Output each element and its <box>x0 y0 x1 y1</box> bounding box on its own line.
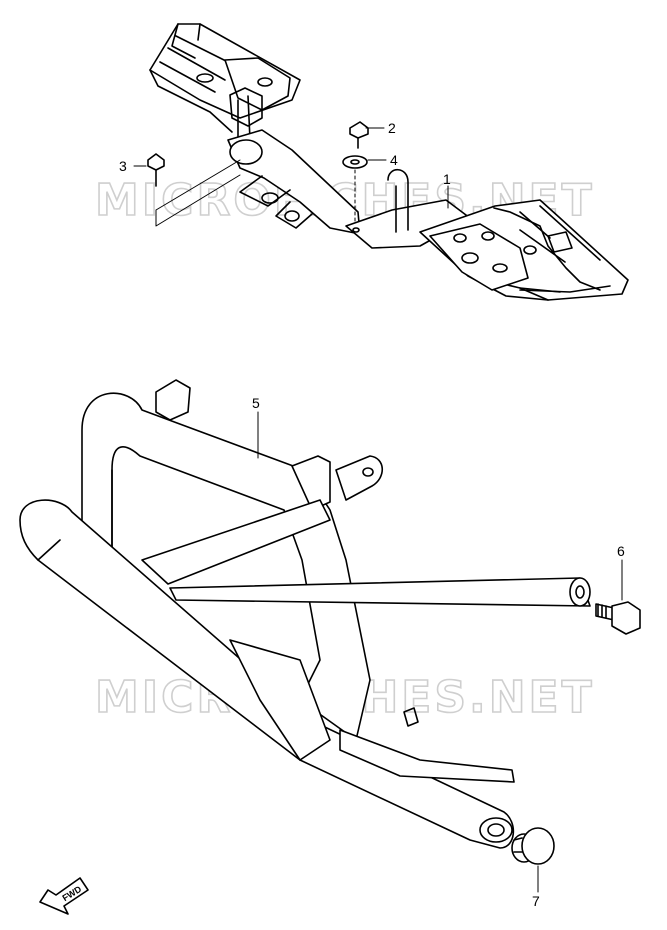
callout-2: 2 <box>388 120 396 136</box>
bolt-part-6 <box>595 601 641 635</box>
callout-4: 4 <box>390 152 398 168</box>
callout-6: 6 <box>617 543 625 559</box>
callout-3: 3 <box>119 158 127 174</box>
bolt-part-2 <box>349 121 369 149</box>
callout-5: 5 <box>252 395 260 411</box>
callout-1: 1 <box>443 171 451 187</box>
fwd-arrow-icon: FWD <box>39 877 89 915</box>
front-bumper-guard <box>19 379 591 849</box>
bolt-part-3 <box>147 153 165 187</box>
leader-bolt-3-lines <box>155 159 241 227</box>
footrest-assembly <box>149 23 629 301</box>
plug-part-7 <box>511 827 555 865</box>
washer-part-4 <box>342 155 368 169</box>
callout-7: 7 <box>532 893 540 909</box>
